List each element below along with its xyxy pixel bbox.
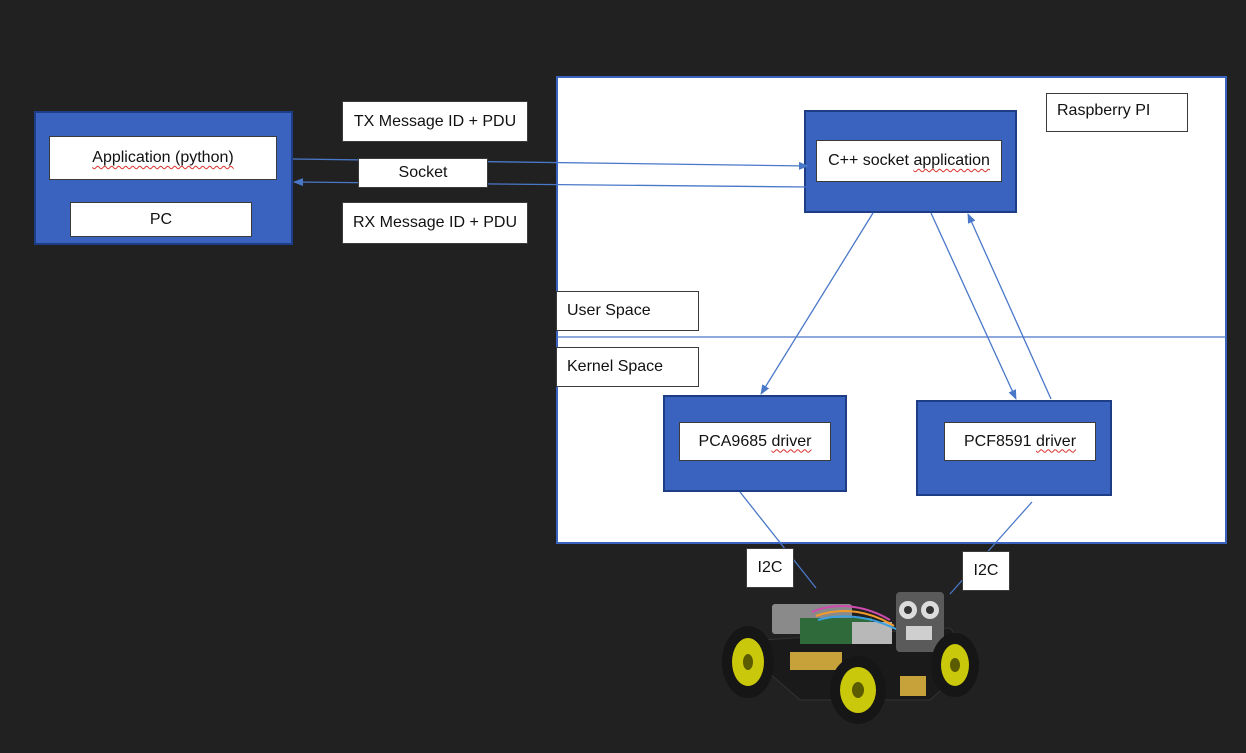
cpp-app-label-box: C++ socket application <box>816 140 1002 182</box>
wheel-rear-left <box>722 626 774 698</box>
i2c-right-label: I2C <box>973 562 999 579</box>
user-space-label: User Space <box>567 302 651 319</box>
i2c-left-label-box: I2C <box>746 548 794 588</box>
raspberry-pi-title-box: Raspberry PI <box>1046 93 1188 132</box>
pca9685-driver-word: driver <box>771 432 812 450</box>
pcf8591-driver-label-box: PCF8591 driver <box>944 422 1096 461</box>
rx-message-label-box: RX Message ID + PDU <box>342 202 528 244</box>
tx-message-label: TX Message ID + PDU <box>353 112 517 130</box>
pca9685-driver-label: PCA9685 driver <box>698 432 812 450</box>
kernel-space-label: Kernel Space <box>567 358 664 375</box>
socket-label: Socket <box>398 164 448 181</box>
user-space-label-box: User Space <box>556 291 699 331</box>
pcf8591-driver-label: PCF8591 driver <box>963 432 1077 450</box>
rx-message-label: RX Message ID + PDU <box>352 214 518 231</box>
application-python-label: Application (python) <box>92 149 234 166</box>
kernel-space-label-box: Kernel Space <box>556 347 699 387</box>
pca9685-driver-label-box: PCA9685 driver <box>679 422 831 461</box>
cpp-app-label: C++ socket application <box>828 152 990 169</box>
pc-label: PC <box>149 210 173 228</box>
raspberry-pi-title: Raspberry PI <box>1057 102 1151 119</box>
tx-message-label-box: TX Message ID + PDU <box>342 101 528 142</box>
application-python-box: Application (python) <box>49 136 277 180</box>
i2c-left-label: I2C <box>757 559 783 576</box>
pcf8591-driver-word: driver <box>1036 432 1077 450</box>
socket-label-box: Socket <box>358 158 488 188</box>
cpp-app-label-word: application <box>913 152 990 169</box>
i2c-right-label-box: I2C <box>962 551 1010 591</box>
wheel-front-right <box>931 633 979 697</box>
pc-label-box: PC <box>70 202 252 237</box>
wheel-front-left <box>830 656 886 724</box>
